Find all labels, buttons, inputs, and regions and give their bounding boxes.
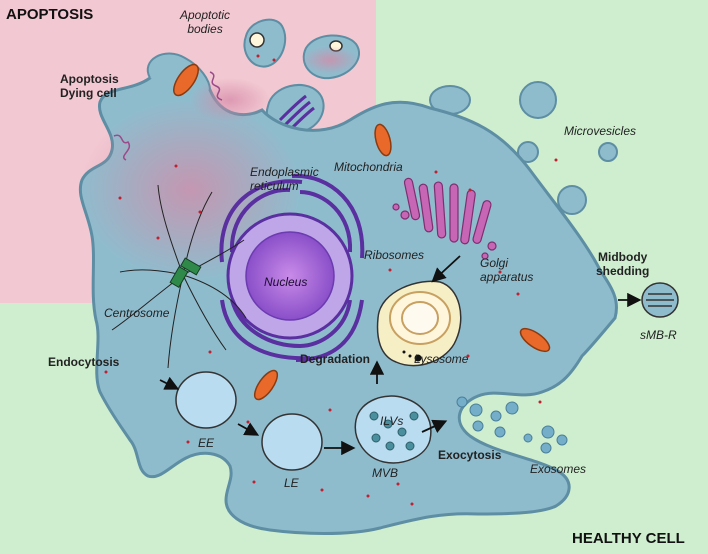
midbody-remnant (641, 282, 679, 318)
apoptotic-body-glow (302, 46, 358, 74)
microvesicles (429, 81, 618, 215)
endocytosis-label: Endocytosis (48, 355, 120, 369)
lysosome (376, 280, 462, 367)
golgi-label: Golgi apparatus (480, 256, 533, 284)
exosomes (456, 396, 568, 454)
early-endosome (175, 371, 237, 429)
mitochondria-label: Mitochondria (334, 160, 403, 174)
apoptosis-dying-label-line1: Apoptosis (60, 72, 119, 86)
degradation-label: Degradation (300, 352, 371, 366)
nucleus-label: Nucleus (264, 275, 308, 289)
pathway-arrows (159, 255, 642, 456)
er-label: Endoplasmic reticulum (250, 165, 319, 193)
apoptotic-bodies-label-line1: Apoptotic (180, 8, 231, 22)
er-label-line2: reticulum (250, 179, 299, 193)
nucleus (245, 231, 335, 321)
apoptosis-dying-label-line2: Dying cell (60, 86, 117, 100)
centrosome (169, 257, 202, 288)
ee-label: EE (198, 436, 215, 450)
ilvs-label: ILVs (380, 414, 404, 428)
exocytosis-label: Exocytosis (438, 448, 502, 462)
microvesicles-label: Microvesicles (564, 124, 637, 138)
er-label-line1: Endoplasmic (250, 165, 319, 179)
lysosome-label: Lysosome (414, 352, 469, 366)
midbody-label-line1: Midbody (598, 250, 648, 264)
multivesicular-body (354, 395, 432, 464)
smbr-label: sMB-R (640, 328, 677, 342)
exosomes-label: Exosomes (530, 462, 587, 476)
le-label: LE (284, 476, 299, 490)
midbody-label-line2: shedding (596, 264, 650, 278)
endoplasmic-reticulum (219, 173, 365, 362)
late-endosome (261, 413, 323, 471)
apoptotic-bodies-label: Apoptotic bodies (180, 8, 230, 36)
mitochondria-group (173, 63, 551, 401)
golgi-apparatus (392, 177, 497, 260)
midbody-shedding-label: Midbody shedding (596, 250, 649, 278)
mvb-label: MVB (372, 466, 399, 480)
golgi-label-line2: apparatus (480, 270, 534, 284)
apoptotic-bodies-label-line2: bodies (187, 22, 223, 36)
golgi-label-line1: Golgi (480, 256, 509, 270)
ribosomes (104, 54, 558, 506)
healthy-cell-corner-title: HEALTHY CELL (572, 530, 685, 547)
ribosomes-label: Ribosomes (364, 248, 425, 262)
centrosome-label: Centrosome (104, 306, 170, 320)
fragmented-golgi (113, 71, 223, 161)
apoptotic-region-top (190, 78, 270, 122)
apoptosis-corner-title: APOPTOSIS (6, 6, 94, 23)
apoptosis-dying-cell-label: Apoptosis Dying cell (60, 72, 119, 100)
